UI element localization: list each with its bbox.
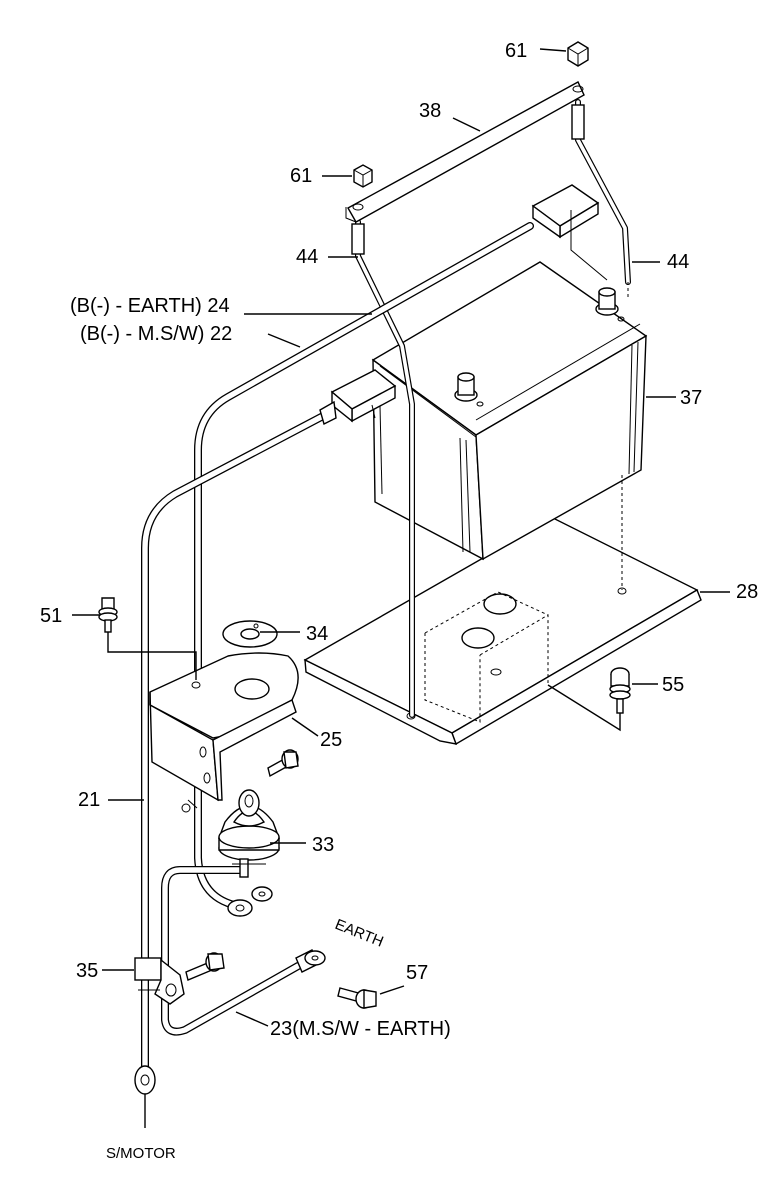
part-labels: 61 38 61 44 44 (B(-) - EARTH) 24 (B(-) -… [40, 40, 758, 1162]
label-34: 34 [306, 623, 328, 645]
label-44-left: 44 [296, 246, 318, 268]
label-earth: EARTH [333, 916, 386, 951]
label-51: 51 [40, 605, 62, 627]
label-44-right: 44 [667, 251, 689, 273]
label-35: 35 [76, 960, 98, 982]
clamp-bolt [185, 952, 225, 981]
label-28: 28 [736, 581, 758, 603]
leader-lines [72, 48, 730, 1128]
label-23: 23(M.S/W - EARTH) [270, 1018, 451, 1040]
label-25: 25 [320, 729, 342, 751]
switch-bracket [149, 652, 299, 813]
label-33: 33 [312, 834, 334, 856]
nut-61-left [353, 164, 373, 188]
cable-clamp-35 [134, 957, 185, 1005]
bracket-bolt [267, 749, 299, 778]
battery [371, 261, 648, 561]
label-22: (B(-) - M.S/W) 22 [80, 323, 232, 345]
label-s-motor: S/MOTOR [106, 1145, 176, 1162]
hold-down-rod-right [571, 99, 631, 285]
label-21: 21 [78, 789, 100, 811]
label-57: 57 [406, 962, 428, 984]
hold-down-rod-left [351, 219, 415, 718]
cable-23-msw-earth [161, 866, 326, 1036]
label-37: 37 [680, 387, 702, 409]
battery-tray [303, 517, 702, 746]
nut-61-top [567, 41, 589, 67]
washer-34 [222, 620, 278, 648]
cable-24-earth [194, 184, 608, 917]
bolt-51 [98, 597, 118, 633]
bolt-55 [609, 667, 631, 714]
label-61-left: 61 [290, 165, 312, 187]
cable-22-msw [134, 369, 397, 1095]
label-24: (B(-) - EARTH) 24 [70, 295, 230, 317]
label-55: 55 [662, 674, 684, 696]
label-38: 38 [419, 100, 441, 122]
label-61-top: 61 [505, 40, 527, 62]
hold-down-bar [345, 81, 585, 223]
main-switch-33 [217, 789, 281, 902]
earth-bolt-57 [337, 987, 377, 1009]
